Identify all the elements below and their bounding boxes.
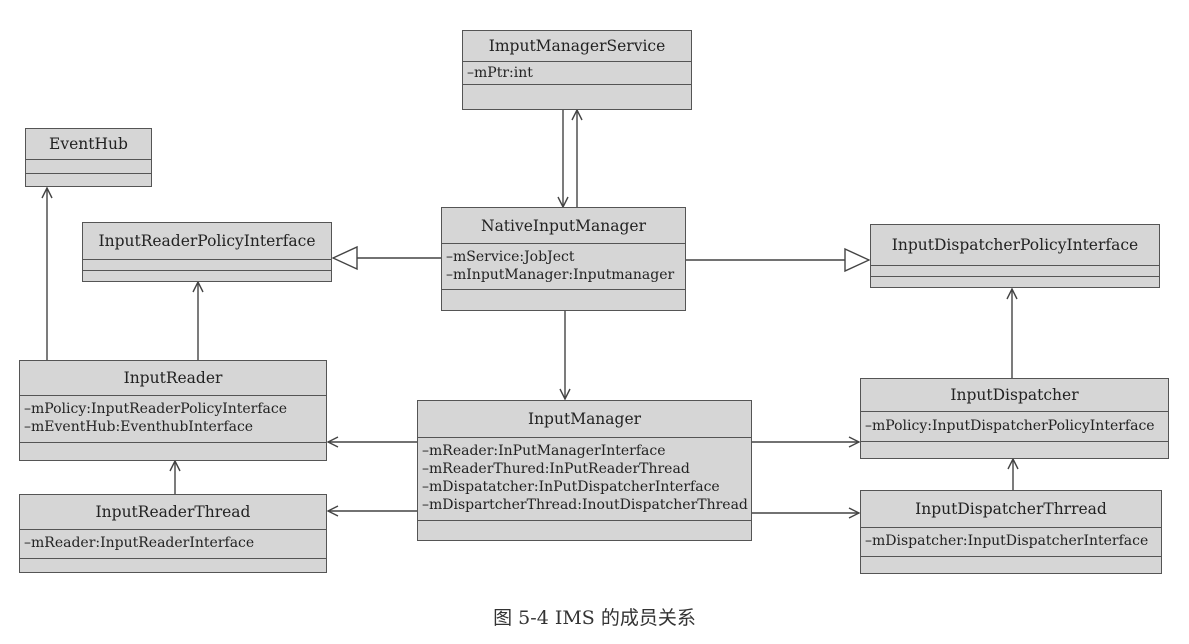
class-operations	[20, 443, 326, 460]
class-attributes	[26, 160, 151, 174]
class-attributes: –mPolicy:InputDispatcherPolicyInterface	[861, 412, 1168, 442]
attribute: –mInputManager:Inputmanager	[446, 267, 675, 283]
attribute: –mDispatcher:InputDispatcherInterface	[865, 533, 1149, 549]
class-event-hub: EventHub	[25, 128, 152, 187]
class-name: InputReader	[20, 361, 326, 396]
class-attributes	[871, 266, 1159, 277]
class-attributes	[83, 260, 331, 271]
figure-caption: 图 5-4 IMS 的成员关系	[493, 607, 696, 629]
class-attributes: –mPolicy:InputReaderPolicyInterface –mEv…	[20, 396, 326, 443]
class-input-dispatcher: InputDispatcher –mPolicy:InputDispatcher…	[860, 378, 1169, 459]
class-operations	[463, 85, 691, 109]
class-attributes: –mPtr:int	[463, 62, 691, 85]
class-input-reader-thread: InputReaderThread –mReader:InputReaderIn…	[19, 494, 327, 573]
attribute: –mReader:InputReaderInterface	[24, 535, 255, 551]
class-operations	[442, 290, 685, 310]
class-name: NativeInputManager	[442, 208, 685, 244]
class-input-manager: InputManager –mReader:InPutManagerInterf…	[417, 400, 752, 541]
attribute: –mService:JobJect	[446, 249, 575, 265]
attribute: –mDispatatcher:InPutDispatcherInterface	[422, 479, 720, 495]
class-name: InputDispatcher	[861, 379, 1168, 412]
class-operations	[26, 174, 151, 187]
class-operations	[861, 557, 1161, 573]
class-input-reader-policy-interface: InputReaderPolicyInterface	[82, 222, 332, 282]
class-name: InputDispatcherPolicyInterface	[871, 225, 1159, 266]
class-input-reader: InputReader –mPolicy:InputReaderPolicyIn…	[19, 360, 327, 461]
attribute: –mPtr:int	[467, 65, 533, 81]
class-name: InputManager	[418, 401, 751, 438]
class-name: ImputManagerService	[463, 31, 691, 62]
class-operations	[418, 521, 751, 540]
class-attributes: –mReader:InPutManagerInterface –mReaderT…	[418, 438, 751, 521]
attribute: –mDispartcherThread:InoutDispatcherThrea…	[422, 497, 748, 513]
class-input-dispatcher-policy-interface: InputDispatcherPolicyInterface	[870, 224, 1160, 288]
class-name: InputReaderThread	[20, 495, 326, 530]
attribute: –mPolicy:InputDispatcherPolicyInterface	[865, 418, 1155, 434]
class-input-dispatcher-thrread: InputDispatcherThrread –mDispatcher:Inpu…	[860, 490, 1162, 574]
class-name: EventHub	[26, 129, 151, 160]
class-operations	[871, 277, 1159, 287]
attribute: –mPolicy:InputReaderPolicyInterface	[24, 401, 288, 417]
class-operations	[861, 442, 1168, 458]
attribute: –mReader:InPutManagerInterface	[422, 443, 666, 459]
class-attributes: –mDispatcher:InputDispatcherInterface	[861, 528, 1161, 557]
class-name: InputDispatcherThrread	[861, 491, 1161, 528]
class-operations	[20, 559, 326, 572]
class-imput-manager-service: ImputManagerService –mPtr:int	[462, 30, 692, 110]
class-name: InputReaderPolicyInterface	[83, 223, 331, 260]
attribute: –mReaderThured:InPutReaderThread	[422, 461, 690, 477]
attribute: –mEventHub:EventhubInterface	[24, 419, 254, 435]
class-attributes: –mService:JobJect –mInputManager:Inputma…	[442, 244, 685, 290]
class-operations	[83, 271, 331, 281]
class-attributes: –mReader:InputReaderInterface	[20, 530, 326, 559]
class-native-input-manager: NativeInputManager –mService:JobJect –mI…	[441, 207, 686, 311]
